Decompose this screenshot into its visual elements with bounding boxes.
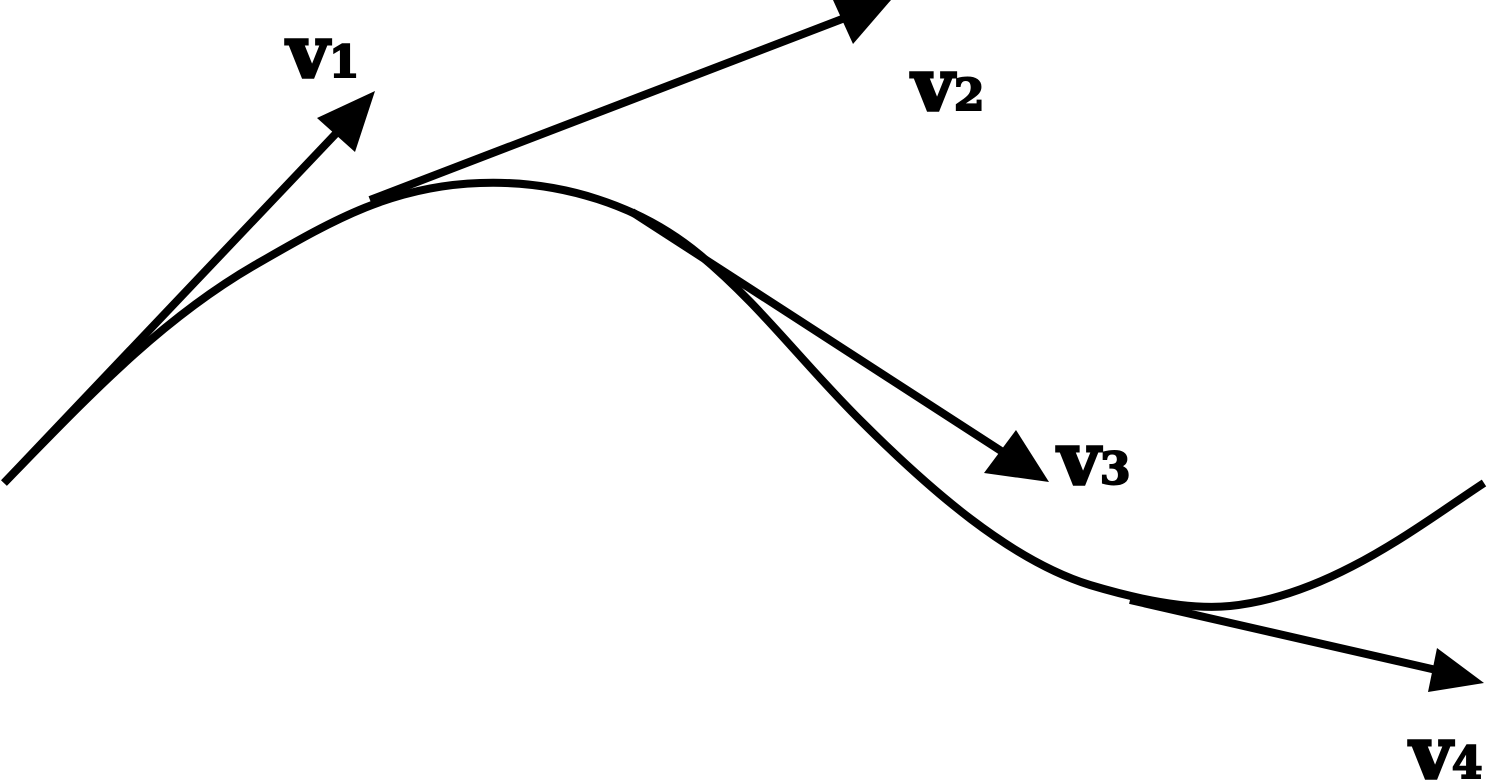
vector-v3-subscript: 3 — [1100, 444, 1131, 495]
vector-v1-label: v1 — [285, 9, 359, 94]
vector-v1-shaft — [1, 121, 348, 486]
vector-v4: v4 — [1129, 596, 1484, 783]
vector-v4-subscript: 4 — [1452, 738, 1483, 783]
vector-v3-letter: v — [1056, 416, 1102, 501]
vector-v4-shaft — [1129, 596, 1446, 676]
curve — [1, 178, 1487, 611]
vector-v3-arrowhead — [984, 430, 1049, 482]
vector-v3-shaft — [629, 208, 1015, 462]
vector-v1: v1 — [1, 8, 375, 486]
vector-v2-arrowhead — [833, 0, 891, 44]
vector-v2-letter: v — [910, 42, 956, 127]
vector-v1-letter: v — [285, 9, 331, 94]
vector-v2-label: v2 — [910, 42, 984, 127]
vector-v2-shaft — [368, 12, 852, 204]
vector-v4-letter: v — [1408, 710, 1454, 783]
vector-v1-subscript: 1 — [329, 37, 360, 88]
vector-v2-subscript: 2 — [954, 70, 985, 121]
vector-v1-arrowhead — [317, 91, 375, 152]
vector-v3-label: v3 — [1056, 416, 1130, 501]
vector-v2: v2 — [368, 0, 985, 204]
vector-v3: v3 — [629, 208, 1131, 503]
vector-v4-label: v4 — [1408, 710, 1482, 783]
vector-v4-arrowhead — [1428, 648, 1484, 692]
